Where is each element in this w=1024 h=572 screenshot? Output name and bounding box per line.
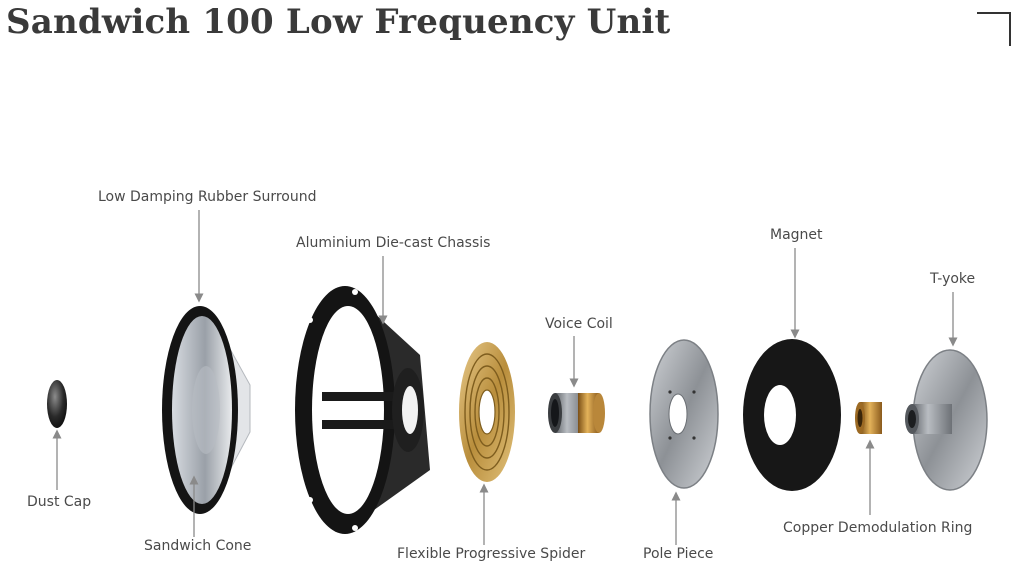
label-t-yoke: T-yoke <box>930 271 976 287</box>
pole-piece-part <box>649 339 719 489</box>
spider-part <box>459 342 515 482</box>
label-pole-piece: Pole Piece <box>643 546 714 562</box>
leader-arrows <box>52 210 958 545</box>
label-spider: Flexible Progressive Spider <box>397 546 586 562</box>
dust-cap-part <box>47 380 67 428</box>
label-copper-ring: Copper Demodulation Ring <box>783 520 973 536</box>
label-voice-coil: Voice Coil <box>545 316 613 332</box>
label-magnet: Magnet <box>770 227 823 243</box>
copper-ring-part <box>855 402 882 434</box>
magnet-part <box>743 339 841 491</box>
voice-coil-part <box>548 393 605 433</box>
label-dust-cap: Dust Cap <box>27 494 92 510</box>
label-rubber-surround: Low Damping Rubber Surround <box>98 189 317 205</box>
t-yoke-part <box>905 349 988 491</box>
label-sandwich-cone: Sandwich Cone <box>144 538 252 554</box>
label-chassis: Aluminium Die-cast Chassis <box>296 235 491 251</box>
chassis-part <box>295 286 430 534</box>
corner-bracket-icon <box>977 12 1011 46</box>
sandwich-cone-part <box>162 306 251 514</box>
page-title: Sandwich 100 Low Frequency Unit <box>6 2 671 42</box>
